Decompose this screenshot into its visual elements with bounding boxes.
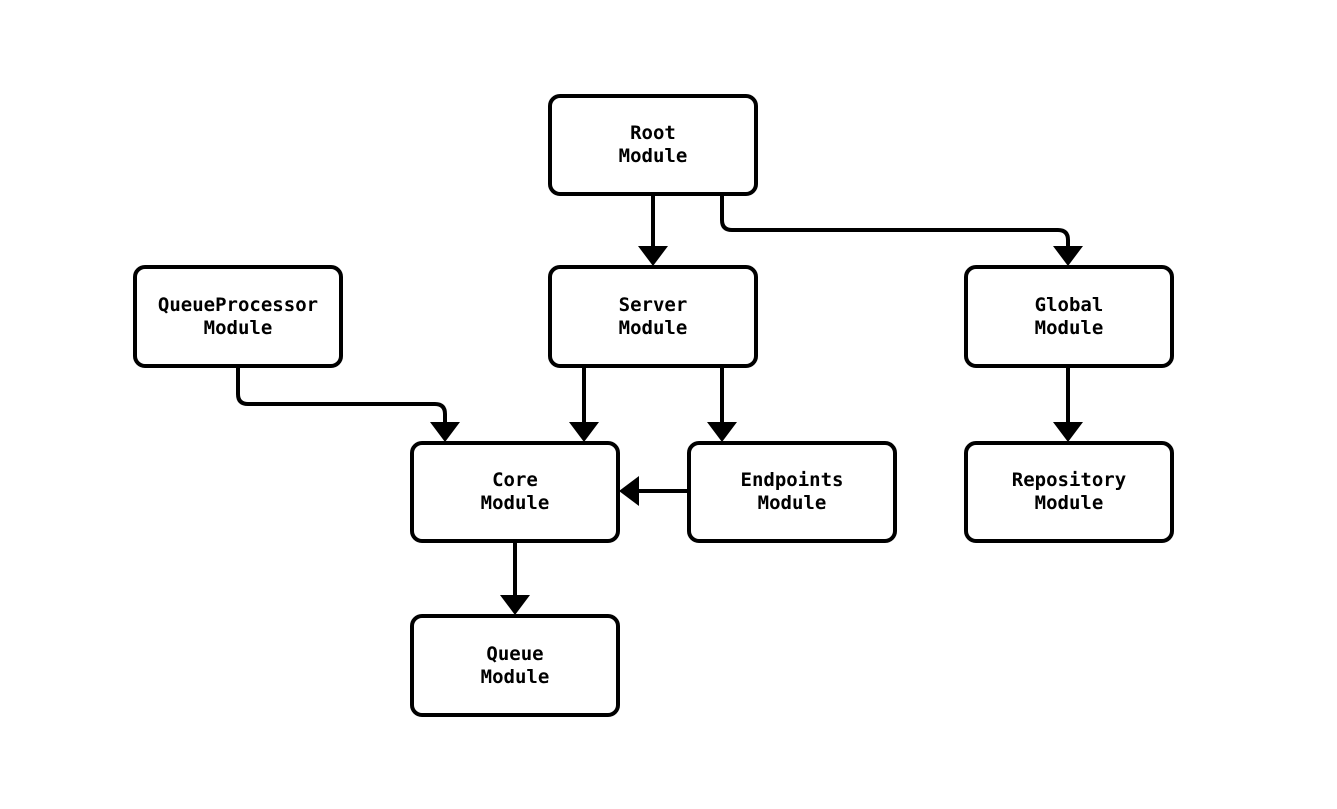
arrowhead-server-to-endpoints [707,422,737,442]
node-queueprocessor-module[interactable]: QueueProcessor Module [133,265,343,368]
node-queue-module[interactable]: Queue Module [410,614,620,717]
node-root-module-suffix: Module [618,145,688,167]
node-server-module-suffix: Module [618,316,688,339]
arrowhead-queueprocessor-to-core [430,422,460,442]
arrowhead-root-to-server [638,246,668,266]
node-core-module[interactable]: Core Module [410,441,620,543]
arrowhead-root-to-global [1053,246,1083,266]
node-repository-module-name: Repository [1011,469,1127,491]
node-repository-module-suffix: Module [1034,492,1104,514]
node-server-module-name: Server [618,293,688,316]
node-root-module-name: Root [630,122,676,144]
node-endpoints-module-name: Endpoints [740,469,844,491]
node-endpoints-module-suffix: Module [757,492,827,514]
node-core-module-name: Core [492,469,538,491]
node-core-module-suffix: Module [480,492,550,514]
arrowhead-server-to-core [569,422,599,442]
arrowhead-core-to-queue [500,595,530,615]
node-queue-module-name: Queue [486,642,544,665]
edge-root-to-global [720,196,1070,251]
node-queueprocessor-module-name: QueueProcessor [157,293,319,316]
node-root-module[interactable]: Root Module [548,94,758,196]
node-repository-module[interactable]: Repository Module [964,441,1174,543]
arrowhead-endpoints-to-core [619,476,639,506]
node-global-module[interactable]: Global Module [964,265,1174,368]
node-endpoints-module[interactable]: Endpoints Module [687,441,897,543]
edge-queueprocessor-to-core [236,368,447,427]
node-global-module-name: Global [1034,293,1104,316]
node-server-module[interactable]: Server Module [548,265,758,368]
node-queue-module-suffix: Module [480,665,550,688]
node-global-module-suffix: Module [1034,316,1104,339]
arrowhead-global-to-repository [1053,422,1083,442]
node-queueprocessor-module-suffix: Module [203,316,273,339]
